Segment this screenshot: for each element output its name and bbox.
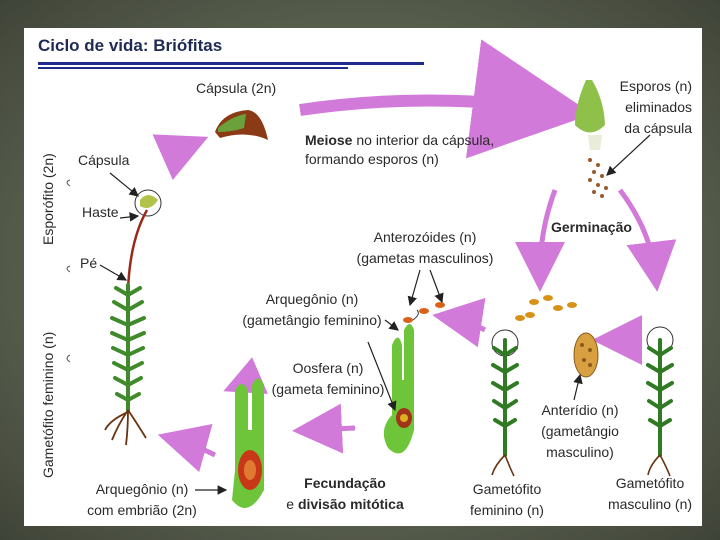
label-male-gametophyte-1: Gametófito: [598, 475, 702, 492]
female-gametophyte: [492, 330, 518, 476]
label-antherozoids-1: Anterozóides (n): [340, 229, 510, 246]
stage-brackets: [67, 180, 70, 362]
label-spores-1: Esporos (n): [600, 78, 692, 95]
cycle-arrow-capsule: [163, 145, 190, 157]
label-oosphere-2: (gameta feminino): [258, 381, 398, 398]
label-foot: Pé: [80, 255, 97, 272]
label-antheridium-2: (gametângio: [525, 423, 635, 440]
label-spores-2: eliminados: [600, 99, 692, 116]
label-meiosis-rest: no interior da cápsula,: [352, 132, 494, 148]
spore-release-capsule: [575, 80, 608, 198]
sporophyte-plant: [105, 190, 161, 445]
label-archegonium-embryo-1: Arquegônio (n): [72, 481, 212, 498]
label-archegonium-2: (gametângio feminino): [228, 312, 396, 329]
label-meiosis: Meiose no interior da cápsula,: [305, 132, 494, 149]
male-gametophyte: [647, 327, 673, 476]
gametophyte-side-label: Gametófito feminino (n): [40, 332, 56, 478]
label-spores-3: da cápsula: [600, 120, 692, 137]
label-fertilization-2a: e: [286, 496, 298, 512]
label-archegonium-embryo-2: com embrião (2n): [72, 502, 212, 519]
label-female-gametophyte-2: feminino (n): [455, 502, 559, 519]
cycle-arrow-fertilization: [312, 428, 355, 430]
label-oosphere-1: Oosfera (n): [258, 360, 398, 377]
antheridium: [574, 333, 598, 377]
cycle-arrow-to-archegonium: [452, 318, 485, 330]
label-germination: Germinação: [551, 219, 632, 236]
label-meiosis-bold: Meiose: [305, 132, 352, 148]
label-stalk: Haste: [82, 204, 119, 221]
label-antheridium-3: masculino): [525, 444, 635, 461]
capsule-illustration: [215, 110, 268, 140]
label-fertilization-1: Fecundação: [280, 475, 410, 492]
spore-cluster: [515, 295, 577, 321]
antherozoids: [403, 302, 445, 323]
label-capsule-2n: Cápsula (2n): [196, 80, 276, 97]
label-fertilization-2b: divisão mitótica: [298, 496, 404, 512]
cycle-arrow-embryo: [177, 440, 215, 455]
label-fertilization-2: e divisão mitótica: [270, 496, 420, 513]
label-male-gametophyte-2: masculino (n): [598, 496, 702, 513]
label-meiosis-line2: formando esporos (n): [305, 151, 439, 168]
cycle-arrow-top: [300, 100, 545, 110]
label-archegonium-1: Arquegônio (n): [228, 291, 396, 308]
label-antheridium-1: Anterídio (n): [525, 402, 635, 419]
label-antherozoids-2: (gametas masculinos): [340, 250, 510, 267]
sporophyte-side-label: Esporófito (2n): [40, 153, 56, 245]
label-female-gametophyte-1: Gametófito: [455, 481, 559, 498]
label-capsule: Cápsula: [78, 152, 129, 169]
